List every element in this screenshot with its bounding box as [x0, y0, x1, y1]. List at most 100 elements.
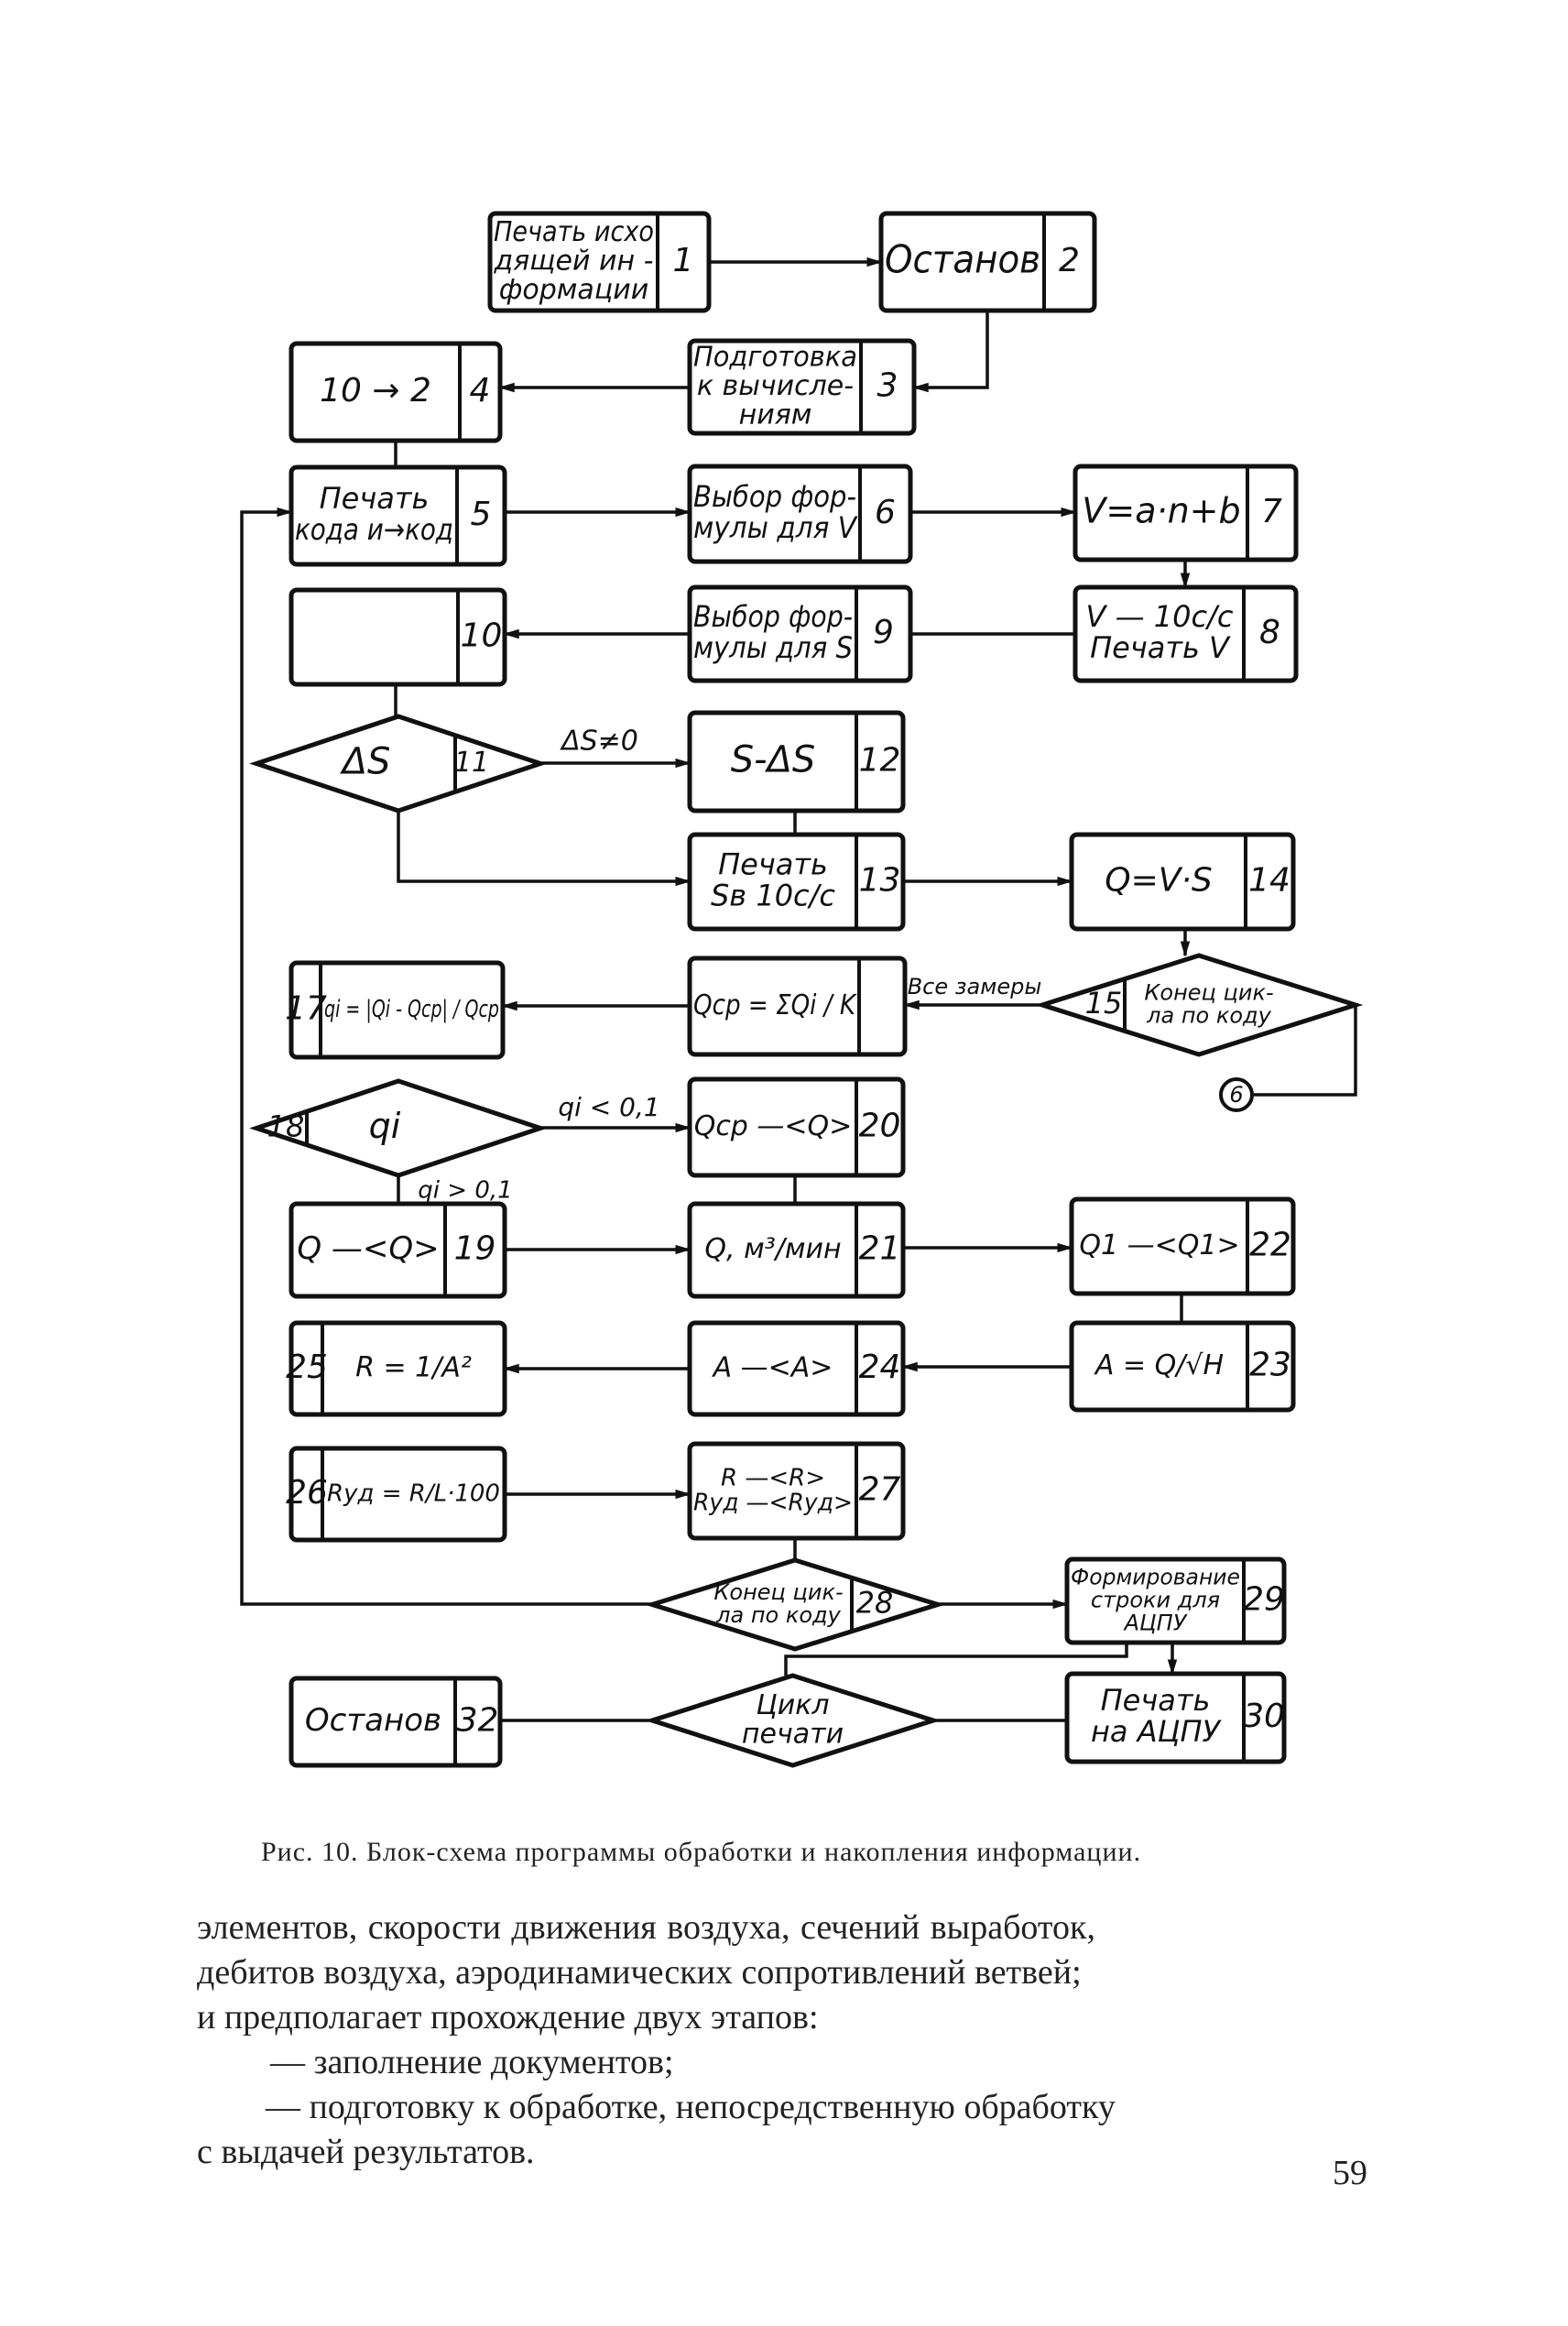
decision-block-18: qi 18: [249, 1078, 548, 1178]
block-text: формации: [499, 274, 648, 306]
block-number: 23: [1249, 1347, 1291, 1384]
flow-arrow: [397, 811, 691, 887]
edge-label-qi-greater: qi > 0,1: [418, 1177, 512, 1205]
process-block-27: R —<R>Rуд —<Rуд>27: [687, 1441, 906, 1541]
block-frame: [687, 1201, 906, 1299]
block-number: 2: [1059, 242, 1080, 279]
block-frame: [687, 1320, 906, 1417]
edge-label-qi-less: qi < 0,1: [558, 1092, 659, 1122]
block-number: 8: [1259, 614, 1280, 651]
block-frame: [289, 1320, 507, 1417]
block-number: 29: [1243, 1581, 1285, 1619]
block-text: Печать: [320, 481, 430, 516]
block-text: S-ΔS: [731, 739, 816, 781]
decision-number: 15: [1085, 986, 1123, 1021]
body-text: элементов, скорости движения воздуха, се…: [197, 1906, 1388, 2175]
block-text: ниям: [739, 399, 812, 431]
block-number: 25: [286, 1349, 328, 1386]
connector-lines: 6: [240, 257, 1357, 1722]
block-number: 13: [859, 862, 901, 900]
edge-label-all-measurements: Все замеры: [908, 974, 1042, 999]
block-frame: [487, 211, 712, 313]
decision-text: ла по коду: [1146, 1003, 1271, 1029]
block-text: Останов: [885, 237, 1040, 282]
block-text: мулы для V: [693, 510, 858, 545]
block-text: Останов: [305, 1702, 441, 1739]
block-frame: [1064, 1556, 1287, 1645]
block-number: 3: [877, 367, 898, 405]
flow-arrow: [784, 1643, 1128, 1676]
block-text: дящей ин -: [493, 246, 653, 278]
block-text: на АЦПУ: [1091, 1714, 1223, 1749]
block-text: Печать: [718, 847, 828, 882]
decision-text: qi: [369, 1106, 401, 1146]
connector-number: 6: [1229, 1082, 1243, 1108]
block-text: Печать V: [1090, 630, 1231, 665]
block-text: кода и→код: [295, 512, 453, 547]
block-number: 14: [1248, 862, 1290, 900]
block-frame: [687, 338, 917, 436]
block-frame: [687, 710, 906, 814]
block-number: 10: [461, 617, 503, 655]
block-frame: [687, 832, 906, 932]
block-text: Формирование: [1071, 1564, 1240, 1589]
flow-arrow: [240, 507, 652, 1606]
block-frame: [687, 956, 908, 1057]
offpage-connector: 6: [1219, 1077, 1254, 1112]
block-number: 22: [1249, 1227, 1291, 1264]
body-line: и предполагает прохождение двух этапов:: [197, 1998, 819, 2037]
block-text: Выбор фор-: [693, 479, 856, 514]
decision-text: ΔS: [340, 741, 391, 783]
block-frame: [289, 464, 507, 567]
list-item: — заполнение документов;: [270, 2043, 674, 2081]
block-frame: [687, 464, 913, 564]
block-frame: [289, 1676, 503, 1768]
decision-block-15: Конец цик-ла по коду 15: [1034, 953, 1364, 1057]
block-number: 7: [1261, 493, 1282, 530]
block-frame: [289, 587, 507, 687]
block-text: Rуд —<Rуд>: [693, 1490, 853, 1517]
block-text: A —<A>: [712, 1352, 833, 1384]
process-block-21: Q, м³/мин 21: [687, 1201, 906, 1299]
process-block-19: Q —<Q>19: [289, 1201, 507, 1299]
connector-circle: [1219, 1077, 1254, 1112]
block-number: 21: [859, 1230, 901, 1268]
block-text: Qср = ΣQi / K: [693, 989, 857, 1021]
flow-arrow: [912, 311, 989, 393]
block-frame: [289, 960, 506, 1060]
decision-text: Конец цик-: [1144, 979, 1273, 1005]
decision-number: 18: [267, 1109, 305, 1144]
decision-number: 28: [856, 1586, 894, 1621]
process-block-24: A —<A> 24: [687, 1320, 906, 1417]
list-item: — подготовку к обработке, непосредственн…: [266, 2088, 1116, 2126]
block-text: R —<R>: [721, 1464, 825, 1491]
block-frame: [1073, 464, 1299, 562]
block-text: Q1 —<Q1>: [1079, 1229, 1239, 1261]
block-text: Выбор фор-: [693, 599, 853, 634]
block-text: Q, м³/мин: [704, 1233, 841, 1265]
block-text: строки для: [1091, 1588, 1220, 1613]
decision-frame: [249, 714, 548, 814]
block-text: Q —<Q>: [297, 1230, 439, 1267]
block-frame: [1073, 584, 1299, 683]
block-number: 24: [859, 1349, 901, 1386]
block-number: 6: [875, 494, 896, 531]
page-number: 59: [1333, 2154, 1367, 2192]
body-line: с выдачей результатов.: [197, 2133, 535, 2171]
decision-frame: [1034, 953, 1364, 1057]
block-text: Sв 10c/c: [711, 878, 835, 912]
decision-text: Конец цик-: [713, 1579, 843, 1605]
block-text: Печать исхо: [494, 216, 654, 248]
